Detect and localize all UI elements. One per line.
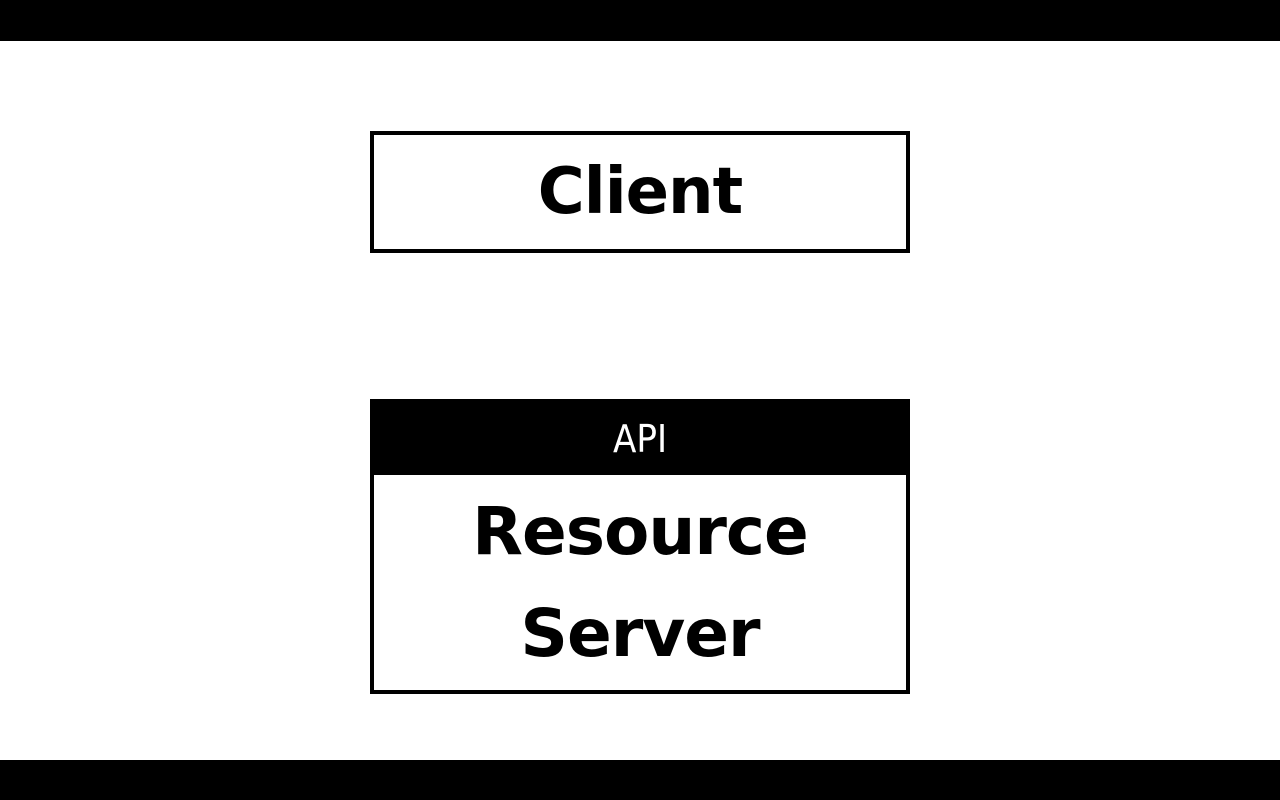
- api-label: API: [612, 417, 668, 461]
- client-label: Client: [537, 155, 743, 229]
- api-band: API: [374, 403, 906, 475]
- resource-server-label-line2: Server: [520, 594, 760, 672]
- letterbox-bottom-bar: [0, 760, 1280, 800]
- resource-server-box: API Resource Server: [370, 399, 910, 694]
- resource-server-label-line1: Resource: [472, 492, 809, 570]
- resource-server-body: Resource Server: [374, 475, 906, 690]
- diagram-canvas: Client API Resource Server: [0, 41, 1280, 760]
- letterbox-top-bar: [0, 0, 1280, 41]
- client-box: Client: [370, 131, 910, 253]
